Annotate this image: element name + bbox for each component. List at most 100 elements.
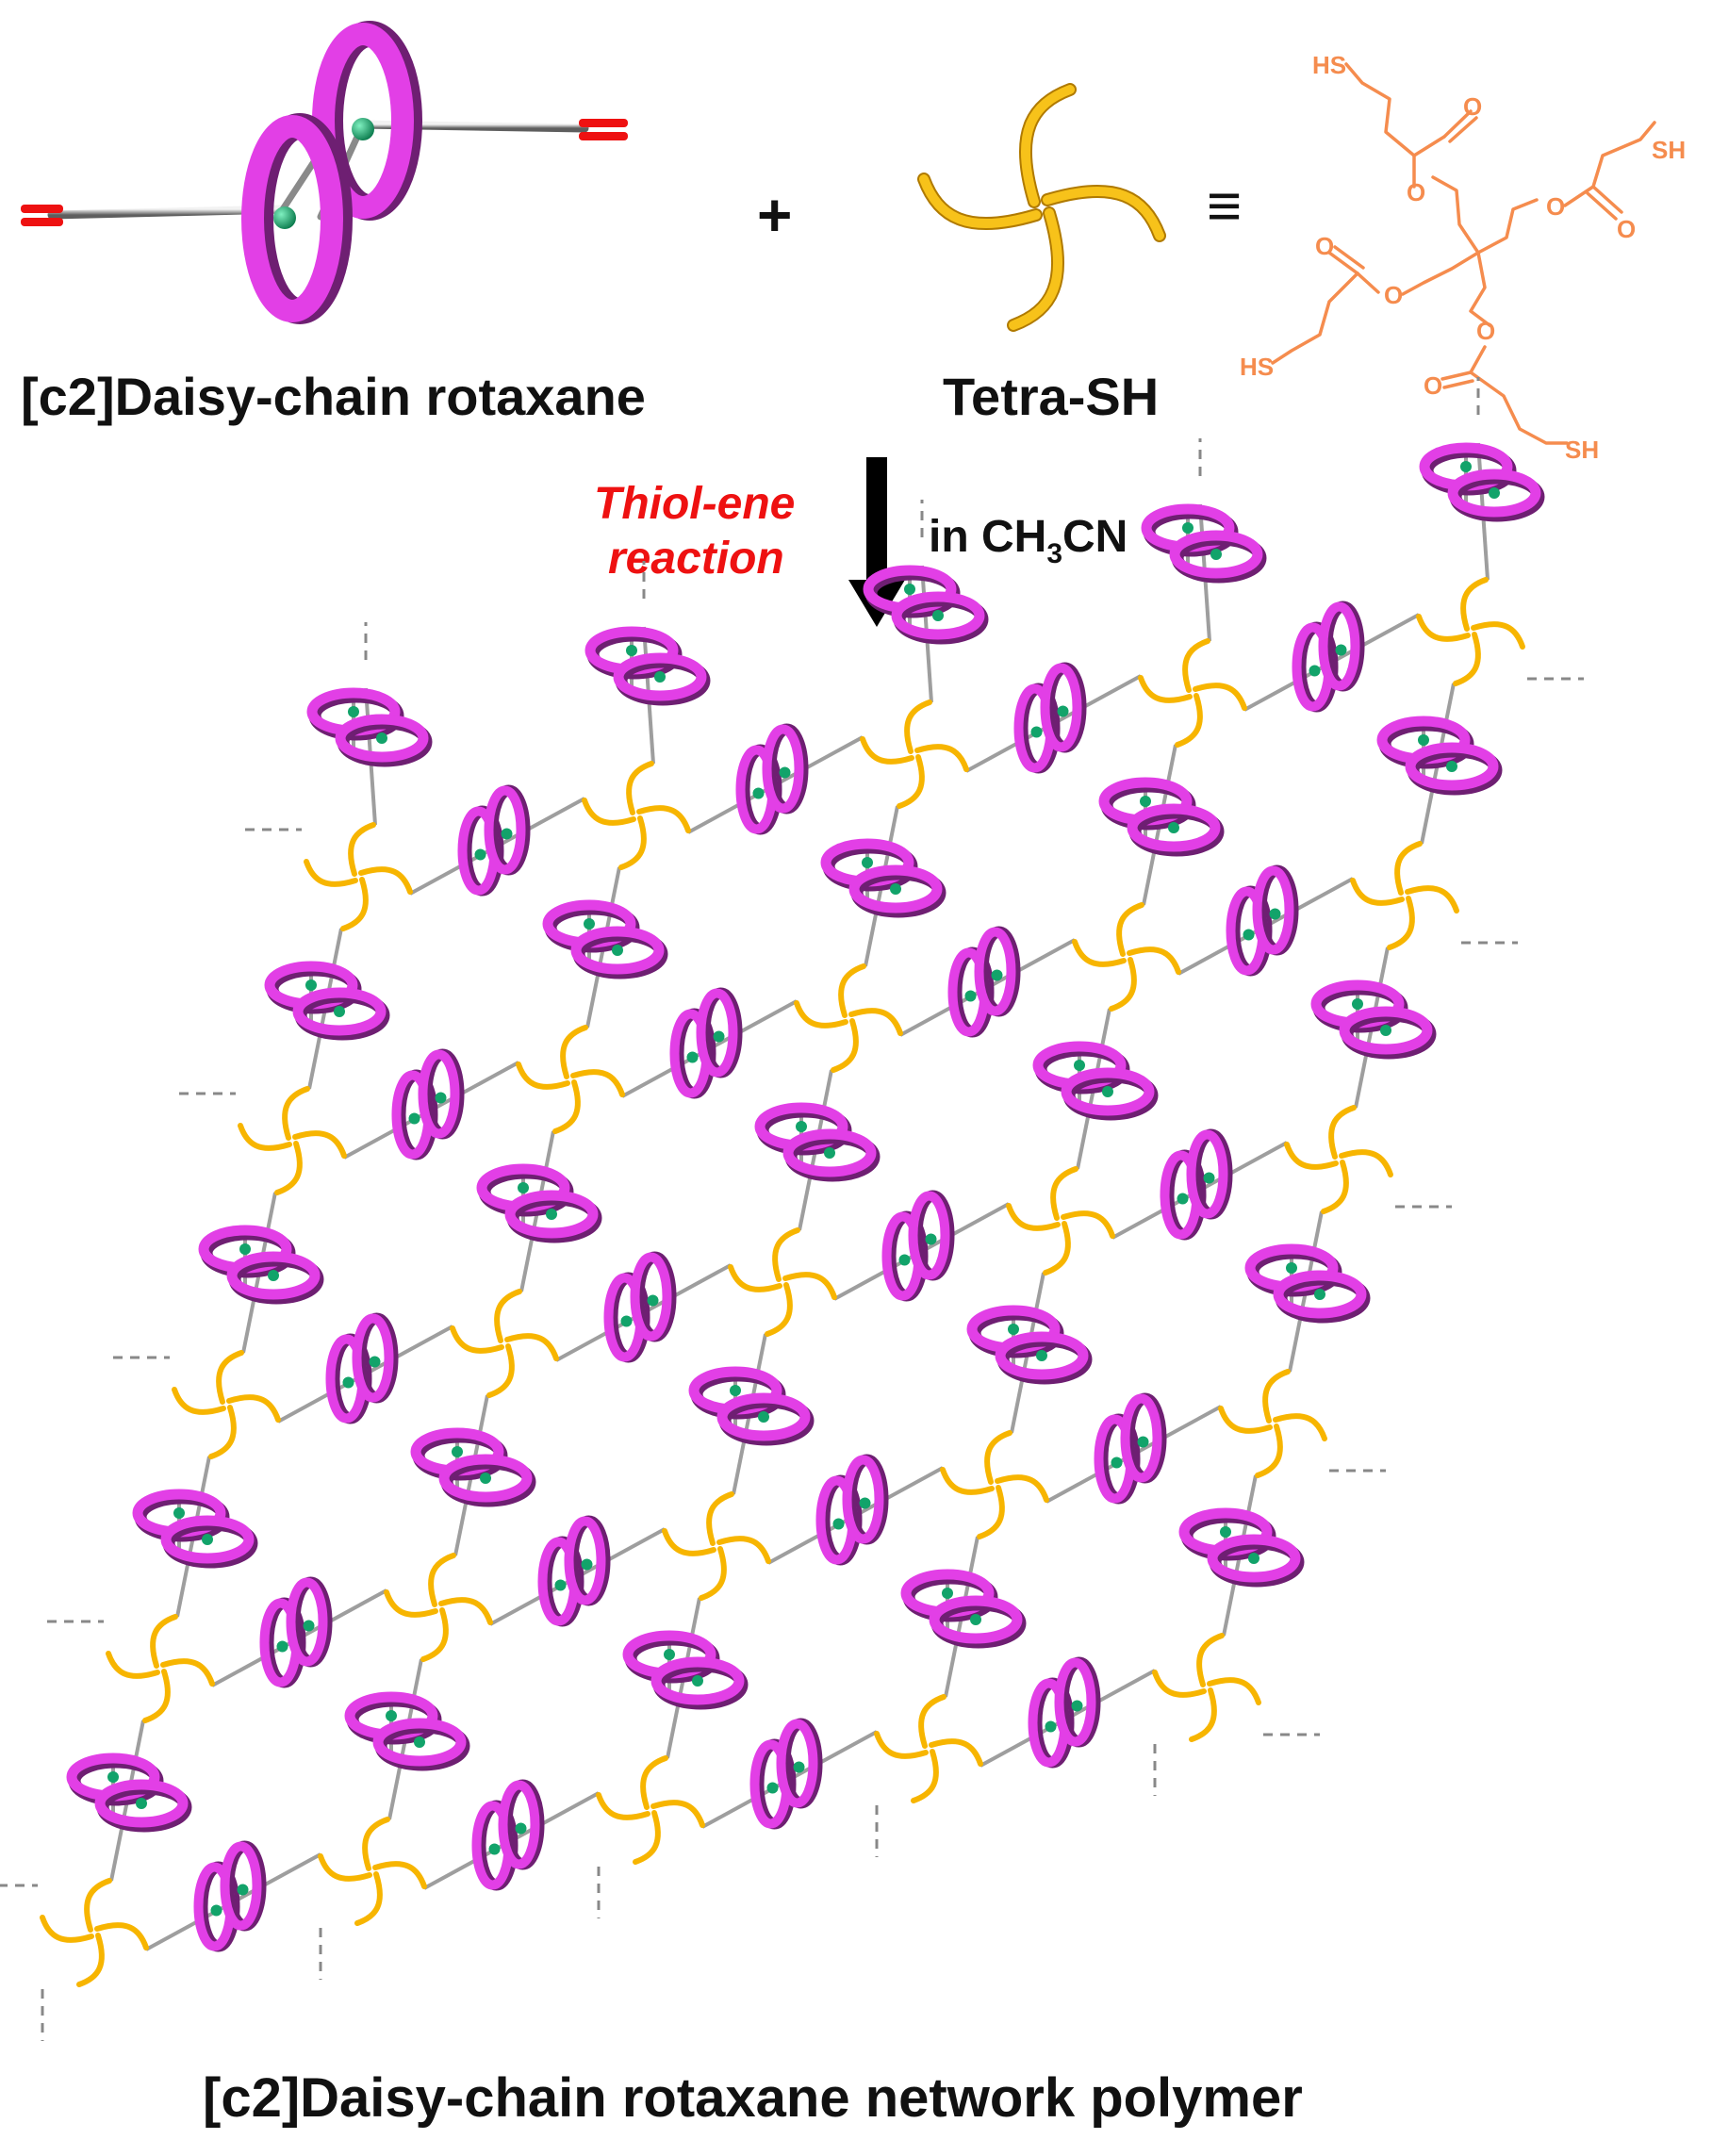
- stopper-right-icon: [579, 119, 628, 140]
- network-rotaxane-flat-icon: [410, 1427, 536, 1507]
- network-crosslinker-icon: [582, 761, 691, 870]
- network-rotaxane-flat-icon: [344, 1691, 470, 1771]
- network-rotaxane-flat-icon: [1376, 716, 1503, 796]
- network-rotaxane-flat-icon: [1141, 503, 1267, 584]
- network-rotaxane-upright-icon: [1292, 601, 1365, 713]
- network-rotaxane-flat-icon: [264, 961, 390, 1041]
- pentaerythritol-tetrakis-3-mercaptopropionate-structure: [1271, 62, 1656, 445]
- tetra-label: Tetra-SH: [943, 367, 1159, 426]
- o-label-6: O: [1384, 281, 1403, 309]
- network-crosslinker-icon: [450, 1289, 559, 1398]
- network-crosslinker-icon: [304, 822, 413, 931]
- network-crosslinker-icon: [1284, 1105, 1393, 1214]
- network-rotaxane-flat-icon: [688, 1366, 815, 1446]
- network-rotaxane-upright-icon: [259, 1576, 333, 1688]
- sh-label-top: HS: [1312, 51, 1346, 79]
- network-rotaxane-upright-icon: [1160, 1128, 1233, 1241]
- network-crosslinker-icon: [1350, 841, 1459, 950]
- network-rotaxane-flat-icon: [754, 1102, 881, 1182]
- network-rotaxane-flat-icon: [966, 1305, 1093, 1385]
- network-rotaxane-upright-icon: [391, 1048, 465, 1160]
- network-rotaxane-flat-icon: [863, 565, 989, 645]
- network-crosslinker-icon: [1416, 577, 1525, 686]
- equivalence-sign: ≡: [1207, 172, 1242, 239]
- network-crosslinker-icon: [318, 1817, 427, 1926]
- network-crosslinker-icon: [874, 1694, 983, 1803]
- network-crosslinker-icon: [40, 1878, 149, 1987]
- o-label-3: O: [1546, 192, 1565, 221]
- product-label: [c2]Daisy-chain rotaxane network polymer: [203, 2067, 1303, 2129]
- solvent-suffix: CN: [1062, 512, 1128, 562]
- network-rotaxane-flat-icon: [542, 899, 668, 979]
- network-crosslinker-icon: [794, 963, 903, 1073]
- network-crosslinker-icon: [238, 1086, 347, 1195]
- network-rotaxane-upright-icon: [1013, 662, 1087, 774]
- rotaxane-label: [c2]Daisy-chain rotaxane: [21, 367, 646, 426]
- solvent-label: in CH3CN: [929, 512, 1128, 569]
- network-crosslinker-icon: [1218, 1369, 1327, 1478]
- network-crosslinker-icon: [172, 1350, 281, 1459]
- network-rotaxane-upright-icon: [471, 1779, 545, 1891]
- o-label-7: O: [1476, 317, 1495, 345]
- o-label-4: O: [1617, 215, 1636, 243]
- reaction-label-line1: Thiol-ene: [594, 479, 795, 529]
- network-rotaxane-flat-icon: [622, 1630, 749, 1710]
- network-rotaxane-upright-icon: [881, 1190, 955, 1302]
- stopper-left-icon: [21, 205, 63, 226]
- network-rotaxane-upright-icon: [193, 1840, 267, 1952]
- network-rotaxane-flat-icon: [1419, 442, 1545, 522]
- network-crosslinker-icon: [860, 699, 969, 809]
- o-label-2: O: [1407, 178, 1425, 206]
- network-rotaxane-upright-icon: [749, 1718, 823, 1830]
- daisy-chain-rotaxane-icon: [21, 21, 628, 324]
- network-crosslinker-icon: [1152, 1633, 1261, 1742]
- network-crosslinker-icon: [596, 1755, 705, 1865]
- network-rotaxane-upright-icon: [815, 1454, 889, 1566]
- network-crosslinker-icon: [1072, 902, 1181, 1012]
- network-crosslinker-icon: [662, 1491, 771, 1601]
- network-rotaxane-flat-icon: [584, 626, 711, 706]
- network-rotaxane-flat-icon: [1178, 1507, 1305, 1588]
- network-rotaxane-flat-icon: [1244, 1243, 1371, 1324]
- network-rotaxane-upright-icon: [603, 1251, 677, 1363]
- network-crosslinker-icon: [728, 1227, 837, 1337]
- o-label-8: O: [1424, 371, 1442, 400]
- sh-label-left: HS: [1240, 353, 1274, 381]
- network-rotaxane-upright-icon: [457, 784, 531, 897]
- network-crosslinker-icon: [1138, 638, 1247, 748]
- o-label-1: O: [1463, 92, 1482, 121]
- tetra-sh-crosslinker-icon: [917, 83, 1166, 332]
- network-rotaxane-flat-icon: [1310, 979, 1437, 1060]
- network-rotaxane-upright-icon: [537, 1515, 611, 1627]
- solvent-subscript: 3: [1046, 538, 1062, 569]
- network-rotaxane-upright-icon: [1226, 864, 1299, 977]
- network-rotaxane-flat-icon: [132, 1489, 258, 1569]
- network-rotaxane-flat-icon: [1098, 777, 1225, 857]
- network-rotaxane-flat-icon: [306, 687, 433, 767]
- network-rotaxane-flat-icon: [198, 1225, 324, 1305]
- network-rotaxane-flat-icon: [1032, 1041, 1159, 1121]
- network-rotaxane-upright-icon: [1028, 1656, 1101, 1769]
- network-crosslinker-icon: [1006, 1166, 1115, 1275]
- network-rotaxane-upright-icon: [669, 987, 743, 1099]
- network-rotaxane-upright-icon: [325, 1312, 399, 1424]
- network-rotaxane-upright-icon: [1094, 1392, 1167, 1505]
- network-rotaxane-upright-icon: [947, 926, 1021, 1038]
- network-crosslinker-icon: [106, 1614, 215, 1723]
- sh-label-bottom: SH: [1565, 436, 1599, 464]
- network-rotaxane-flat-icon: [476, 1163, 602, 1243]
- reaction-label-line2: reaction: [608, 534, 784, 584]
- network-crosslinker-icon: [384, 1553, 493, 1662]
- chem-atom-labels: HS SH HS SH O O O O O O O O: [1240, 51, 1686, 464]
- plus-sign: +: [757, 181, 792, 249]
- sh-label-right: SH: [1652, 136, 1686, 164]
- o-label-5: O: [1315, 232, 1334, 260]
- network-rotaxane-flat-icon: [66, 1753, 192, 1833]
- network-crosslinker-icon: [516, 1025, 625, 1134]
- rotaxane-network-icon: [0, 377, 1584, 2041]
- network-rotaxane-flat-icon: [900, 1569, 1027, 1649]
- network-rotaxane-upright-icon: [735, 723, 809, 835]
- network-rotaxane-flat-icon: [820, 838, 947, 918]
- network-crosslinker-icon: [940, 1430, 1049, 1539]
